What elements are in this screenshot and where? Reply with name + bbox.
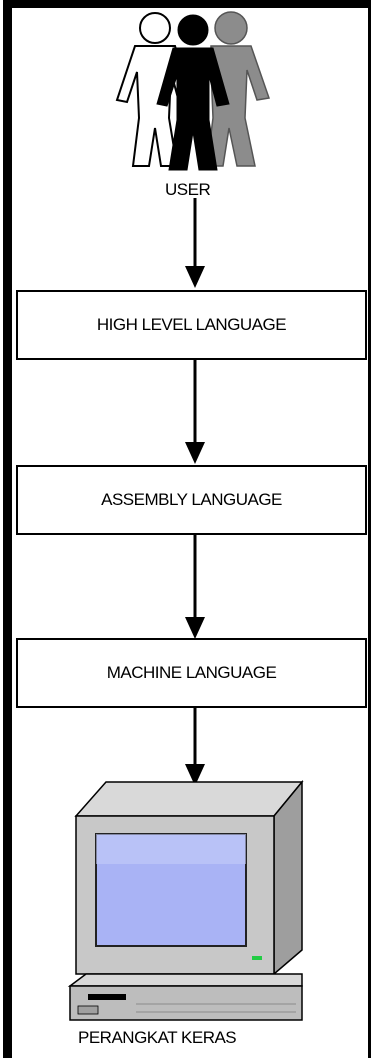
user-black-icon xyxy=(156,14,230,171)
user-label: USER xyxy=(165,180,211,199)
arrow-user-to-high xyxy=(185,198,205,288)
users-icon xyxy=(115,11,270,171)
arrow-machine-to-hardware xyxy=(185,708,205,786)
arrow-assembly-to-machine xyxy=(185,535,205,639)
power-led xyxy=(252,956,262,960)
drive-slot xyxy=(88,994,126,1000)
computer-icon xyxy=(67,779,304,1021)
layer-high-level-language: HIGH LEVEL LANGUAGE xyxy=(16,290,367,360)
hardware-label: PERANGKAT KERAS xyxy=(78,1028,237,1047)
frame-border-left xyxy=(3,0,12,1058)
frame-border-right xyxy=(368,0,371,1058)
user-grey-icon xyxy=(206,11,270,167)
frame-border-top xyxy=(3,0,371,8)
layer-assembly-language: ASSEMBLY LANGUAGE xyxy=(16,465,367,535)
arrow-high-to-assembly xyxy=(185,360,205,464)
layer-machine-language: MACHINE LANGUAGE xyxy=(16,638,367,708)
